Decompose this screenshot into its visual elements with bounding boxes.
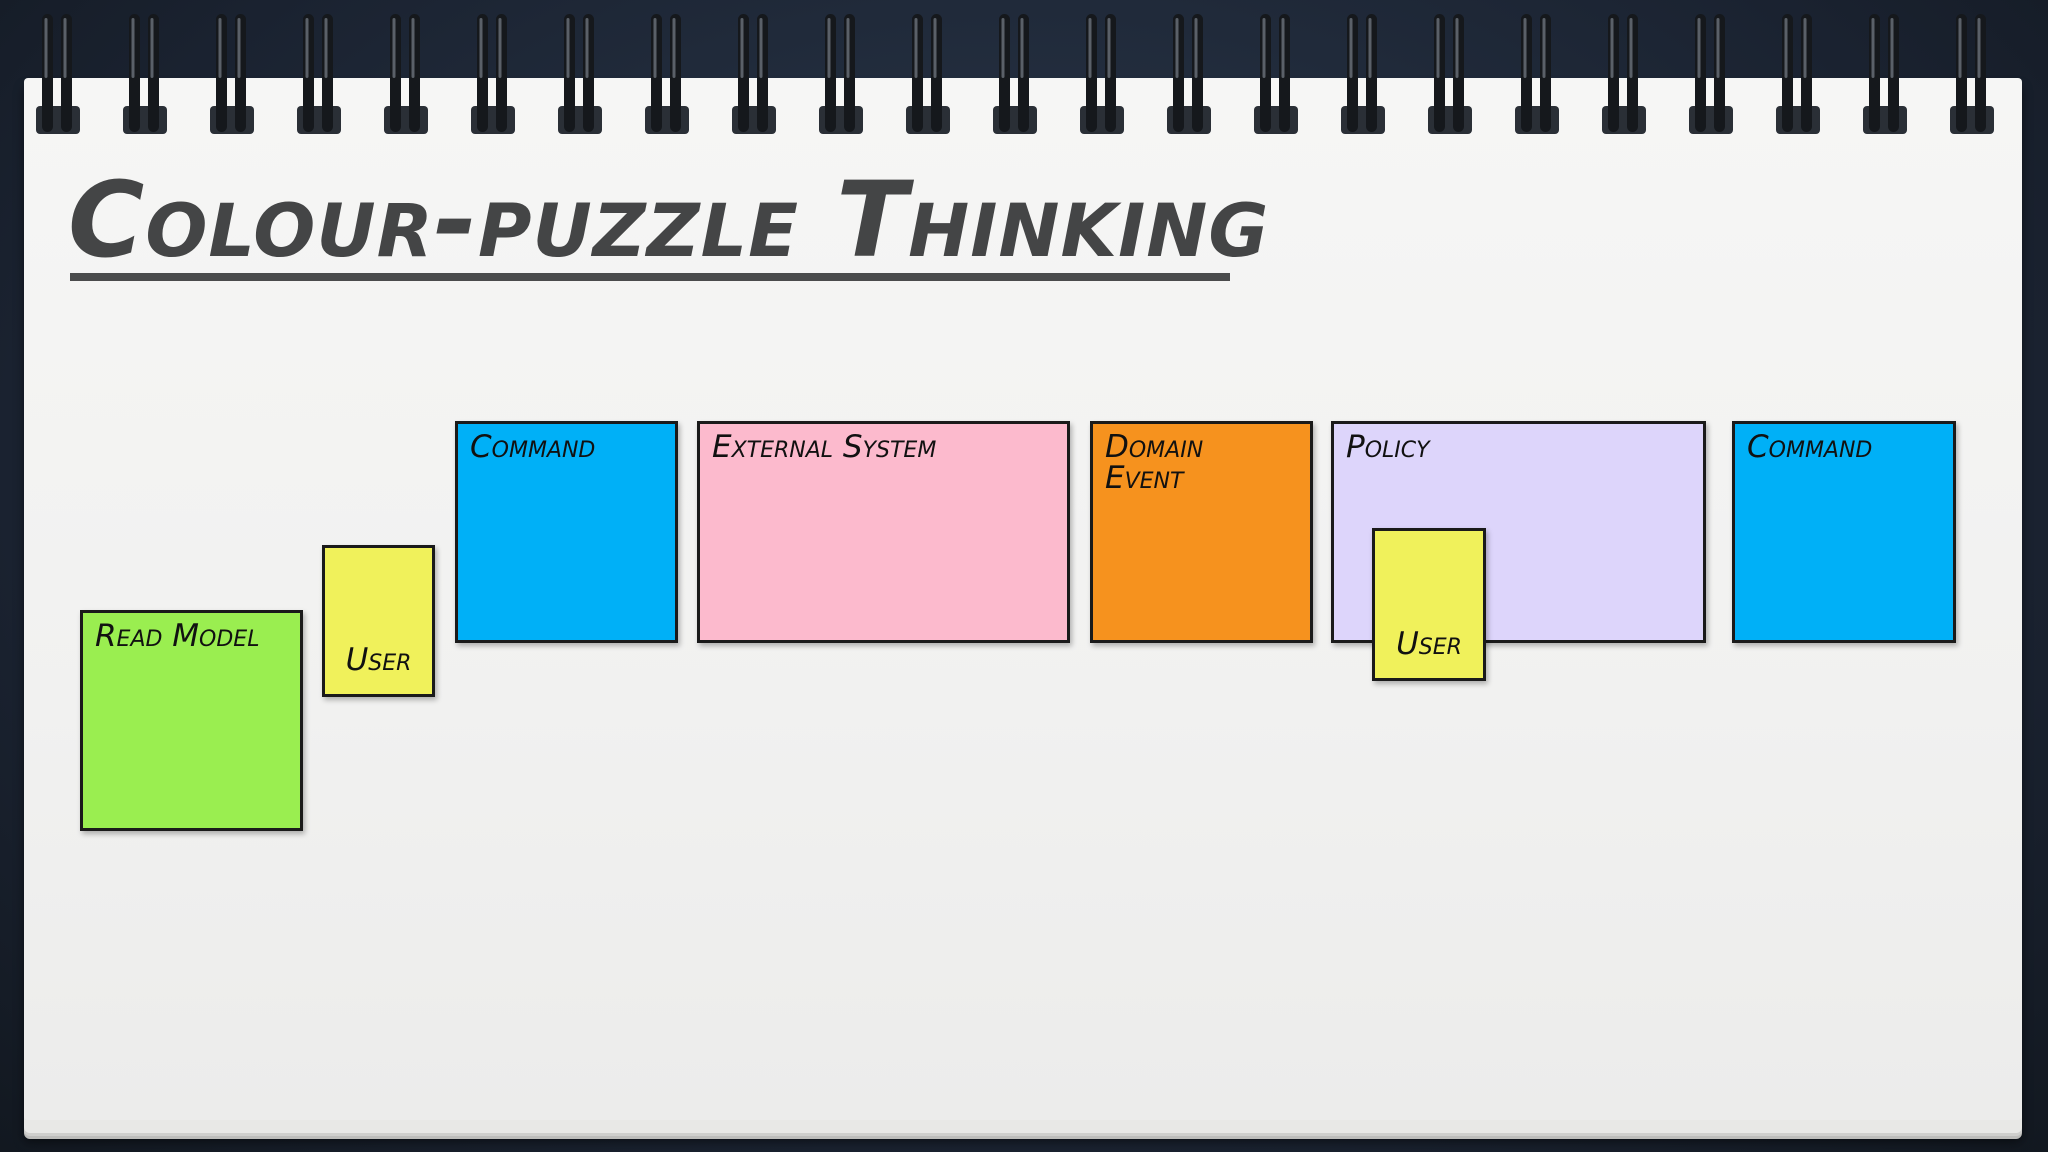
- sticky-external-system: External System: [697, 421, 1070, 643]
- sticky-user-2-label: User: [1396, 626, 1462, 662]
- sticky-read-model-label: Read Model: [95, 618, 260, 654]
- sticky-command-1: Command: [455, 421, 678, 643]
- sticky-user-1: User: [322, 545, 435, 697]
- sticky-user-2: User: [1372, 528, 1486, 681]
- sticky-user-1-label: User: [345, 642, 412, 678]
- sticky-command-2: Command: [1732, 421, 1956, 643]
- sticky-domain-event-label: Domain Event: [1105, 429, 1204, 496]
- page-title: Colour-puzzle Thinking: [68, 159, 1270, 281]
- sticky-external-system-label: External System: [712, 429, 937, 465]
- sticky-policy-label: Policy: [1346, 429, 1430, 465]
- sticky-command-2-label: Command: [1747, 429, 1873, 465]
- title-underline: [70, 273, 1230, 281]
- sticky-command-1-label: Command: [470, 429, 596, 465]
- sticky-domain-event: Domain Event: [1090, 421, 1313, 643]
- sticky-read-model: Read Model: [80, 610, 303, 831]
